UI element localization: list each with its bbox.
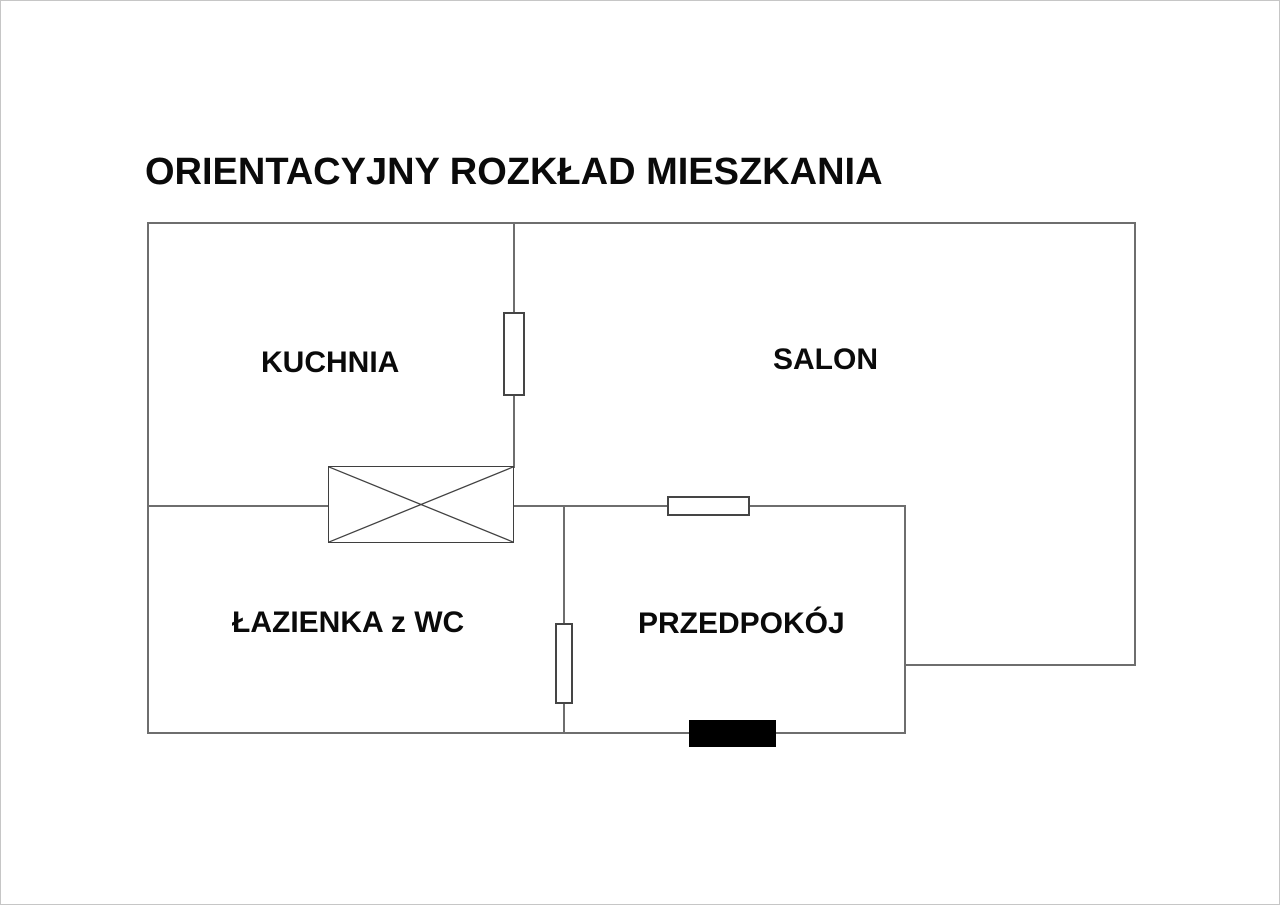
- wall-hallway-right: [904, 506, 906, 734]
- wall-hallway-top-left: [514, 505, 669, 507]
- wall-kitchen-salon-lower: [513, 394, 515, 468]
- kitchen-window-symbol: [503, 312, 525, 396]
- wall-kitchen-salon-upper: [513, 222, 515, 314]
- room-label-hallway: PRZEDPOKÓJ: [638, 607, 845, 640]
- room-label-bathroom: ŁAZIENKA z WC: [232, 606, 465, 639]
- wall-outer-top: [147, 222, 1136, 224]
- vent-shaft-diagonals: [329, 467, 513, 542]
- bathroom-door-symbol: [555, 623, 573, 704]
- wall-kitchen-bathroom: [147, 505, 328, 507]
- wall-salon-bottom: [904, 664, 1136, 666]
- entrance-door-symbol: [689, 720, 776, 747]
- wall-outer-left: [147, 222, 149, 734]
- vent-shaft-crossed-box-symbol: [328, 466, 514, 543]
- page-title: ORIENTACYJNY ROZKŁAD MIESZKANIA: [145, 151, 883, 193]
- room-label-salon: SALON: [773, 343, 878, 376]
- hallway-top-door-symbol: [667, 496, 750, 516]
- wall-bathroom-hallway-upper: [563, 506, 565, 625]
- wall-salon-right: [1134, 222, 1136, 666]
- wall-hallway-top-right: [748, 505, 906, 507]
- wall-outer-bottom: [147, 732, 906, 734]
- wall-bathroom-hallway-lower: [563, 702, 565, 734]
- room-label-kitchen: KUCHNIA: [261, 346, 400, 379]
